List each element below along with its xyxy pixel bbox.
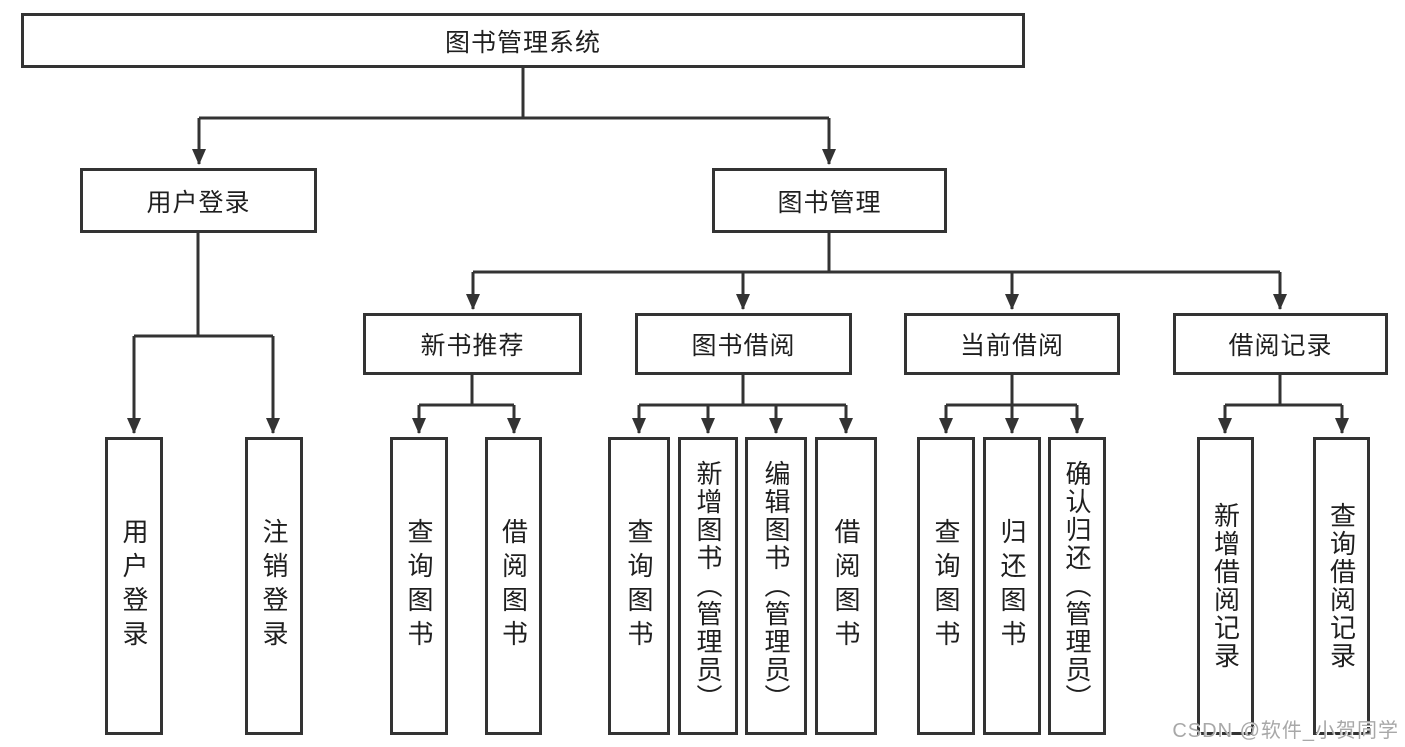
node-current-borrow-label: 当前借阅 <box>959 332 1064 360</box>
leaf-confirm-return-admin: 确认归还（管理员） <box>1048 437 1106 735</box>
leaf-borrow-books-1: 借阅图书 <box>485 437 542 735</box>
leaf-return-book: 归还图书 <box>983 437 1041 735</box>
leaf-user-login-label: 用户登录 <box>119 518 149 654</box>
leaf-query-books-1: 查询图书 <box>390 437 448 735</box>
leaf-add-book-admin-label: 新增图书（管理员） <box>693 460 723 712</box>
leaf-query-borrow-record-label: 查询借阅记录 <box>1326 502 1357 670</box>
leaf-query-books-3: 查询图书 <box>917 437 975 735</box>
leaf-add-borrow-record-label: 新增借阅记录 <box>1210 502 1241 670</box>
leaf-edit-book-admin-label: 编辑图书（管理员） <box>761 460 791 712</box>
node-book-management: 图书管理 <box>712 168 947 233</box>
node-new-book-recommend: 新书推荐 <box>363 313 582 375</box>
leaf-borrow-books-1-label: 借阅图书 <box>498 518 529 654</box>
leaf-query-borrow-record: 查询借阅记录 <box>1313 437 1370 735</box>
leaf-query-books-1-label: 查询图书 <box>404 518 434 654</box>
node-current-borrow: 当前借阅 <box>904 313 1120 375</box>
node-book-borrow-label: 图书借阅 <box>691 332 796 360</box>
node-library-system-label: 图书管理系统 <box>444 28 601 57</box>
leaf-edit-book-admin: 编辑图书（管理员） <box>745 437 807 735</box>
leaf-borrow-books-2-label: 借阅图书 <box>831 518 861 654</box>
node-book-borrow: 图书借阅 <box>635 313 852 375</box>
leaf-query-books-2-label: 查询图书 <box>624 518 654 654</box>
leaf-return-book-label: 归还图书 <box>997 518 1027 654</box>
node-user-login: 用户登录 <box>80 168 317 233</box>
leaf-add-borrow-record: 新增借阅记录 <box>1197 437 1254 735</box>
csdn-watermark: CSDN @软件_小贺同学 <box>1172 720 1399 742</box>
node-user-login-label: 用户登录 <box>146 188 251 217</box>
node-new-book-recommend-label: 新书推荐 <box>420 332 525 360</box>
leaf-user-login: 用户登录 <box>105 437 163 735</box>
node-borrow-records: 借阅记录 <box>1173 313 1388 375</box>
leaf-logout: 注销登录 <box>245 437 303 735</box>
leaf-add-book-admin: 新增图书（管理员） <box>678 437 738 735</box>
leaf-borrow-books-2: 借阅图书 <box>815 437 877 735</box>
node-book-management-label: 图书管理 <box>777 188 882 217</box>
node-borrow-records-label: 借阅记录 <box>1228 332 1333 360</box>
leaf-query-books-2: 查询图书 <box>608 437 670 735</box>
node-library-system: 图书管理系统 <box>21 13 1025 68</box>
leaf-confirm-return-admin-label: 确认归还（管理员） <box>1062 460 1092 712</box>
leaf-logout-label: 注销登录 <box>259 518 289 654</box>
leaf-query-books-3-label: 查询图书 <box>931 518 961 654</box>
